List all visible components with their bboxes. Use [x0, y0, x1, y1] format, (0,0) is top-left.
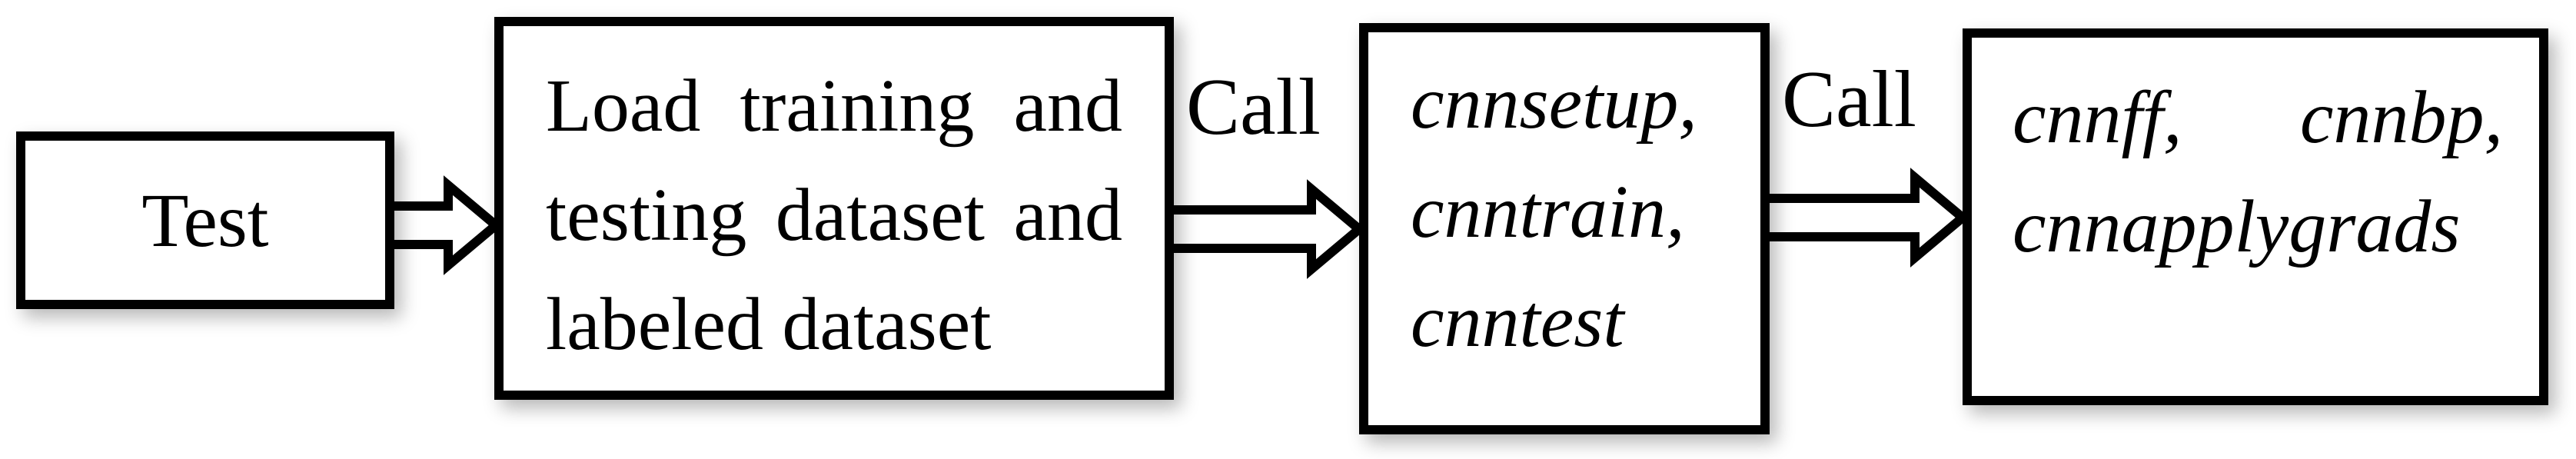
text-word: and [1013, 174, 1122, 257]
flow-box-test-label: Test [141, 177, 269, 263]
arrow-right-icon [1162, 179, 1367, 279]
flow-box-load-dataset: Load training and testing dataset and labeled … [494, 17, 1174, 400]
flow-box-cnn-sub-functions-text: cnnff, cnnbp, cnnapplygrads [2013, 63, 2503, 281]
arrow-right-icon [1756, 168, 1970, 268]
text-line: cnntest [1411, 280, 1624, 363]
text-line: testing dataset and [546, 161, 1122, 270]
text-word: and [1013, 65, 1123, 148]
text-line: cnnapplygrads [2013, 185, 2461, 268]
flow-box-cnn-sub-functions: cnnff, cnnbp, cnnapplygrads [1963, 28, 2548, 405]
text-word: dataset [775, 174, 985, 257]
text-word: Load [546, 65, 701, 148]
text-word: testing [546, 174, 747, 257]
edge-label-call-1: Call [1186, 62, 1321, 151]
text-line: Load training and [546, 52, 1122, 161]
text-line: labeled dataset [546, 283, 992, 366]
flow-box-load-dataset-text: Load training and testing dataset and labeled … [546, 52, 1122, 379]
text-line: cnnff, cnnbp, [2013, 63, 2503, 172]
text-word: cnnff, [2013, 76, 2182, 159]
text-line: cnntrain, [1411, 171, 1685, 254]
flow-box-cnn-main-functions: cnnsetup, cnntrain, cnntest [1359, 23, 1770, 434]
arrow-right-icon [384, 175, 504, 275]
flow-box-test: Test [16, 131, 394, 309]
text-line: cnnsetup, [1411, 62, 1697, 145]
text-word: training [740, 65, 975, 148]
text-word: cnnbp, [2300, 76, 2503, 159]
edge-label-call-2: Call [1782, 54, 1916, 144]
flow-box-cnn-main-functions-text: cnnsetup, cnntrain, cnntest [1411, 48, 1730, 376]
